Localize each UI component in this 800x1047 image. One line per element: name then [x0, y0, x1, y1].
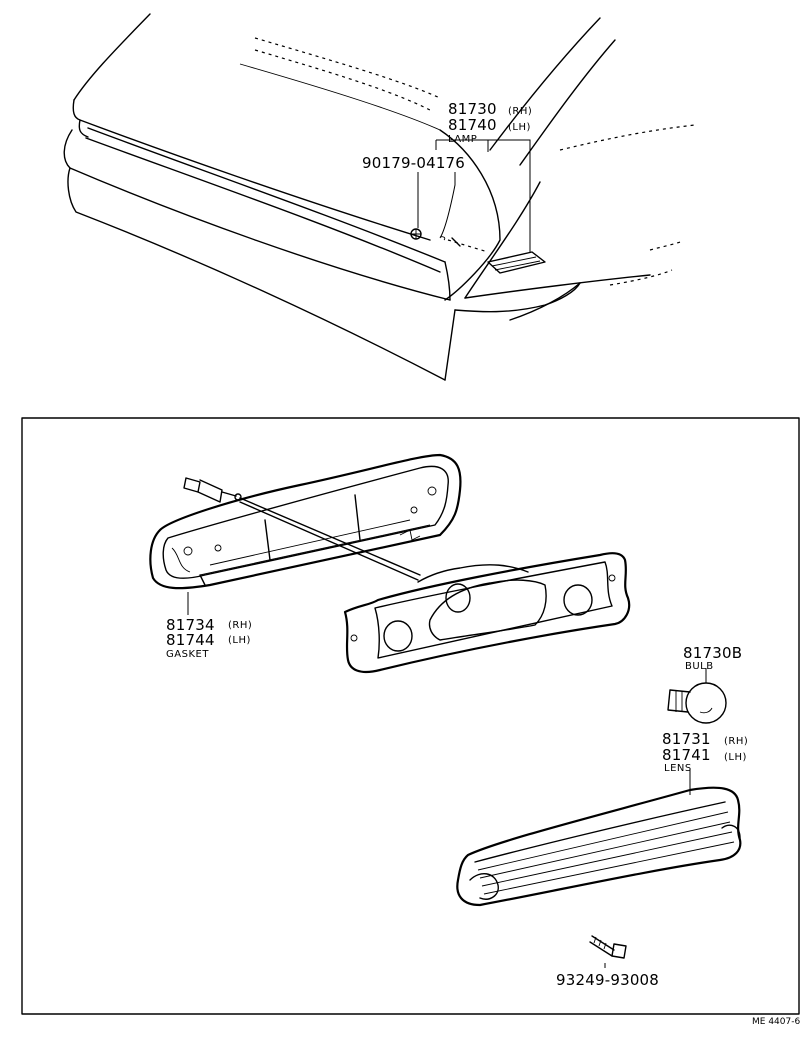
gasket-lh-part-number: 81744 [166, 631, 215, 649]
bulb-name-label: BULB [685, 661, 714, 672]
lens-illustration [456, 770, 742, 907]
gasket-name-label: GASKET [166, 649, 209, 660]
bulb-part-number: 81730B [683, 644, 742, 662]
vehicle-front-illustration [63, 13, 696, 381]
bulb-illustration [667, 668, 727, 724]
gasket-rh-side-label: (RH) [228, 620, 252, 631]
lamp-lh-side-label: (LH) [508, 122, 531, 133]
lens-rh-side-label: (RH) [724, 736, 748, 747]
top-leader-lines [417, 139, 531, 252]
nut-part-number: 90179-04176 [362, 154, 465, 172]
gasket-rh-part-number: 81734 [166, 616, 215, 634]
screw-illustration [589, 935, 627, 959]
gasket-lh-side-label: (LH) [228, 635, 251, 646]
screw-part-number: 93249-93008 [556, 971, 659, 989]
lamp-lh-part-number: 81740 [448, 116, 497, 134]
lens-name-label: LENS [664, 763, 692, 774]
lens-lh-side-label: (LH) [724, 752, 747, 763]
lamp-name-label: LAMP [448, 134, 477, 145]
lens-lh-part-number: 81741 [662, 746, 711, 764]
lamp-rh-part-number: 81730 [448, 100, 497, 118]
lens-rh-part-number: 81731 [662, 730, 711, 748]
detail-frame [21, 417, 800, 1015]
gasket-illustration [149, 453, 462, 590]
lamp-rh-side-label: (RH) [508, 106, 532, 117]
diagram-reference-code: ME 4407-6 [752, 1017, 800, 1027]
lamp-housing-illustration [343, 552, 631, 674]
socket-and-wire [183, 477, 421, 581]
